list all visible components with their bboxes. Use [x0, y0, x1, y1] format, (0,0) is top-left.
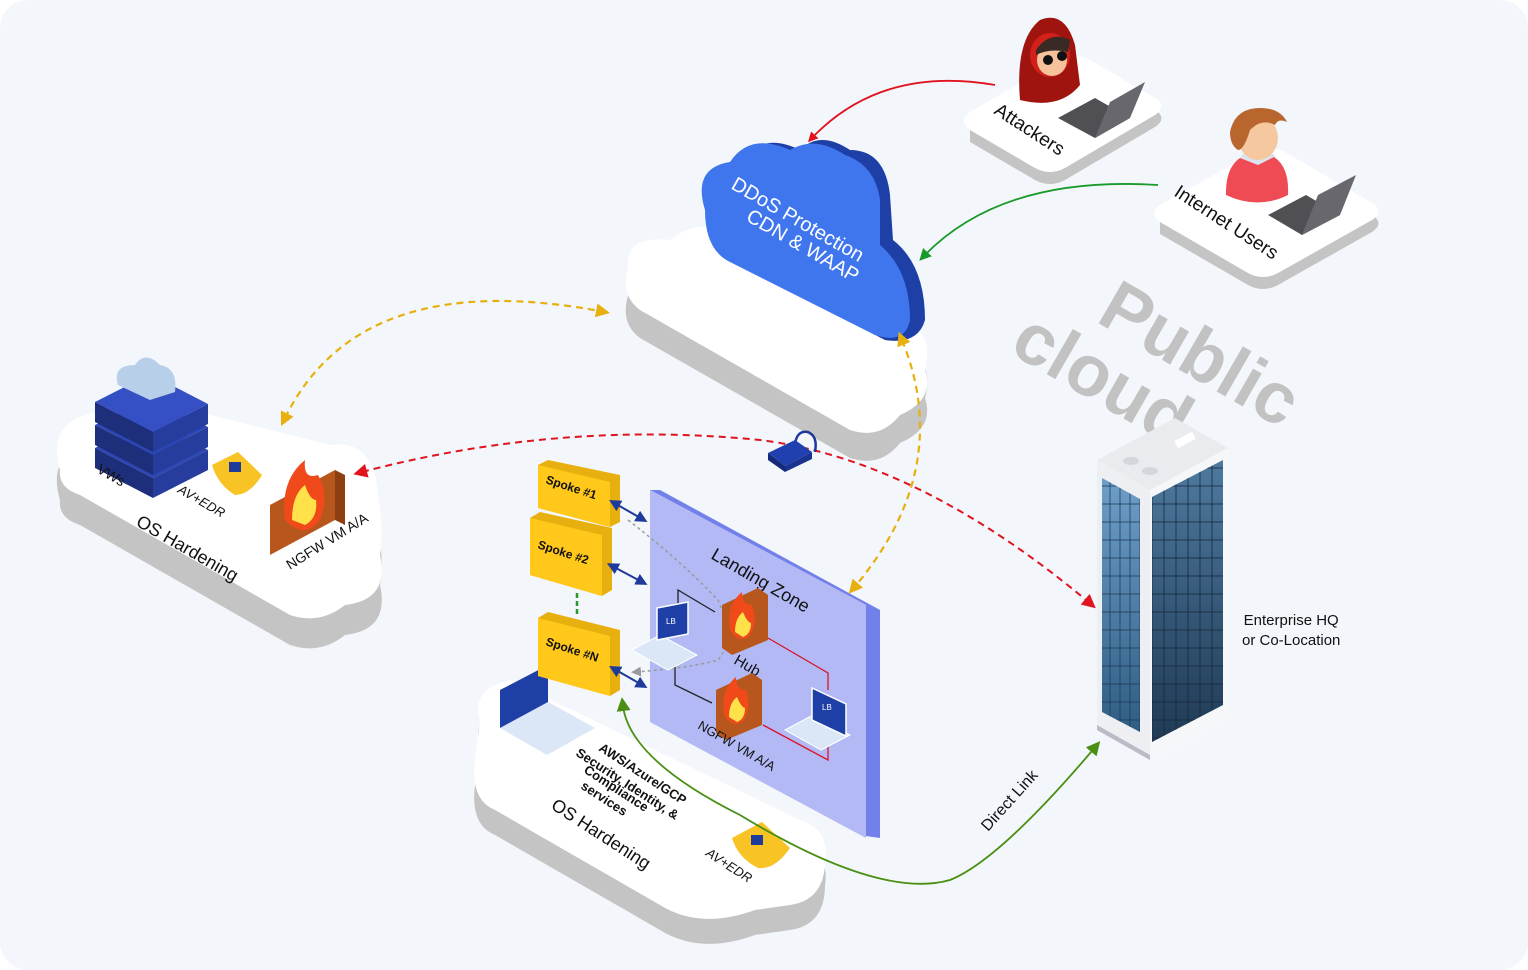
lb-to-ngfw-link — [674, 665, 713, 704]
direct-link-label: Direct Link — [978, 766, 1042, 834]
workstation-laptop-icon — [500, 665, 595, 755]
enterprise-hq-node[interactable] — [1097, 418, 1228, 760]
load-balancer-1-icon[interactable]: LB — [630, 601, 699, 671]
secure-tunnel-dashed-link — [353, 433, 1096, 609]
enterprise-hq-line2: or Co-Location — [1242, 632, 1341, 649]
user-laptop-icon — [1268, 175, 1356, 235]
ddos-protection-node[interactable]: DDoS Protection CDN & WAAP — [701, 140, 925, 341]
hooded-attacker-icon — [1019, 17, 1080, 103]
left-to-ddos-dashed-link — [280, 299, 610, 427]
enterprise-hq-label: Enterprise HQ or Co-Location — [1242, 611, 1340, 651]
av-edr-shield-icon — [212, 452, 262, 495]
spoke-1-node[interactable]: Spoke #1 — [538, 460, 620, 527]
firewall-icon — [270, 460, 345, 555]
enterprise-hq-line1: Enterprise HQ — [1243, 612, 1339, 629]
padlock-icon — [768, 430, 817, 472]
direct-link-arrow — [616, 697, 1101, 885]
spoke-2-node[interactable]: Spoke #2 — [530, 512, 612, 596]
spoke-n-arrow — [609, 666, 648, 688]
bottom-av-edr-shield-icon — [732, 822, 790, 869]
hub-to-lb2-link — [767, 637, 829, 690]
spoke-1-arrow — [609, 500, 648, 522]
server-stack-icon — [95, 357, 208, 498]
attacker-laptop-icon — [1058, 82, 1145, 138]
hub-firewall-icon — [722, 588, 768, 655]
attackers-node[interactable]: Attackers — [964, 17, 1162, 184]
user-traffic-arrow — [919, 183, 1159, 261]
user-avatar-icon — [1225, 108, 1289, 203]
lb1-label: LB — [666, 617, 676, 626]
internet-users-node[interactable]: Internet Users — [1154, 108, 1379, 289]
lb-to-hub-link — [677, 588, 716, 613]
workload-cloud-node[interactable]: VWs AV+EDR NGFW VM A/A OS Hardening — [56, 357, 382, 649]
lb2-label: LB — [822, 703, 832, 712]
spoke-2-arrow — [606, 563, 648, 585]
attack-arrow — [807, 79, 996, 143]
spoke-n-node[interactable]: Spoke #N — [538, 612, 620, 696]
